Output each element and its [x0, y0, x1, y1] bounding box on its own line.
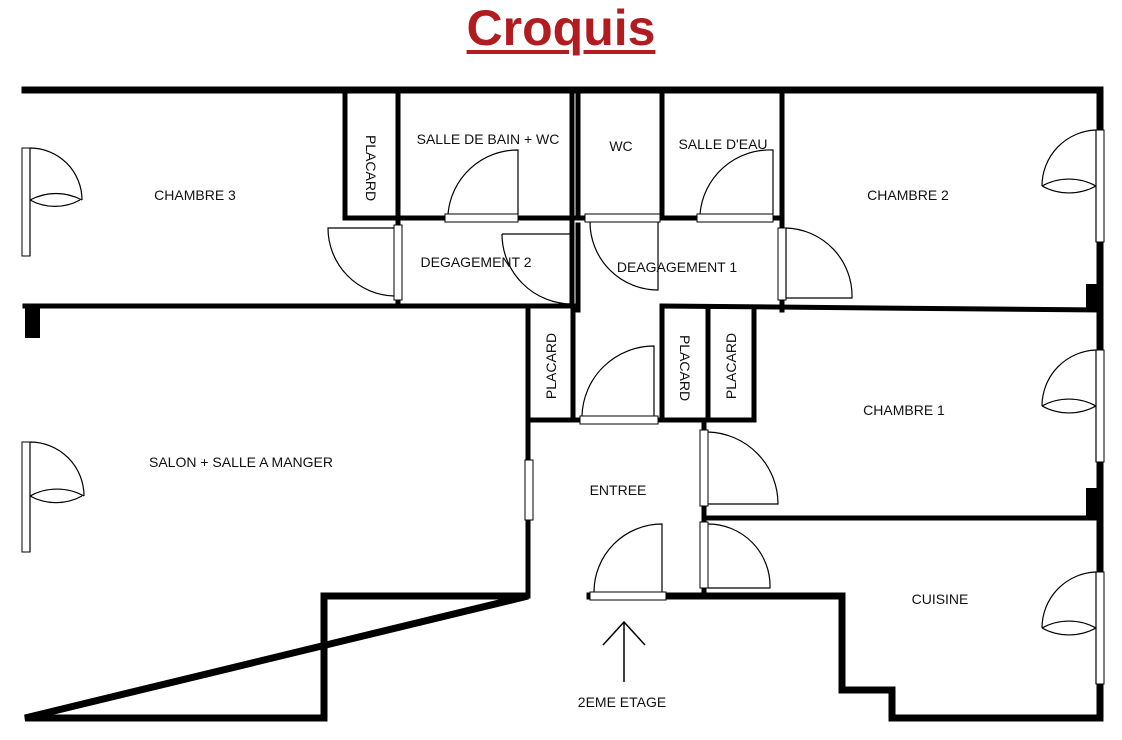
room-label-cuisine: CUISINE [912, 591, 969, 607]
up-arrow-icon [602, 620, 646, 682]
room-label-entree: ENTREE [590, 482, 647, 498]
floor-label: 2EME ETAGE [578, 694, 666, 710]
room-label-salon: SALON + SALLE A MANGER [149, 454, 333, 470]
room-label-placard-top: PLACARD [363, 135, 379, 201]
room-label-placard-mid: PLACARD [677, 335, 693, 401]
room-label-chambre-1: CHAMBRE 1 [863, 402, 945, 418]
room-label-placard-right: PLACARD [723, 333, 739, 399]
room-label-wc: WC [609, 138, 632, 154]
door-swings [29, 129, 1097, 684]
room-label-degagement-1: DEAGAGEMENT 1 [617, 259, 738, 275]
room-label-placard-left: PLACARD [543, 333, 559, 399]
windows [21, 129, 1105, 685]
room-label-chambre-2: CHAMBRE 2 [867, 187, 949, 203]
room-label-salle-de-bain: SALLE DE BAIN + WC [417, 131, 560, 147]
room-label-chambre-3: CHAMBRE 3 [154, 187, 236, 203]
room-label-salle-deau: SALLE D'EAU [678, 136, 767, 152]
room-label-degagement-2: DEGAGEMENT 2 [421, 254, 532, 270]
page-title: Croquis [466, 0, 656, 56]
interior-walls [22, 87, 1103, 599]
